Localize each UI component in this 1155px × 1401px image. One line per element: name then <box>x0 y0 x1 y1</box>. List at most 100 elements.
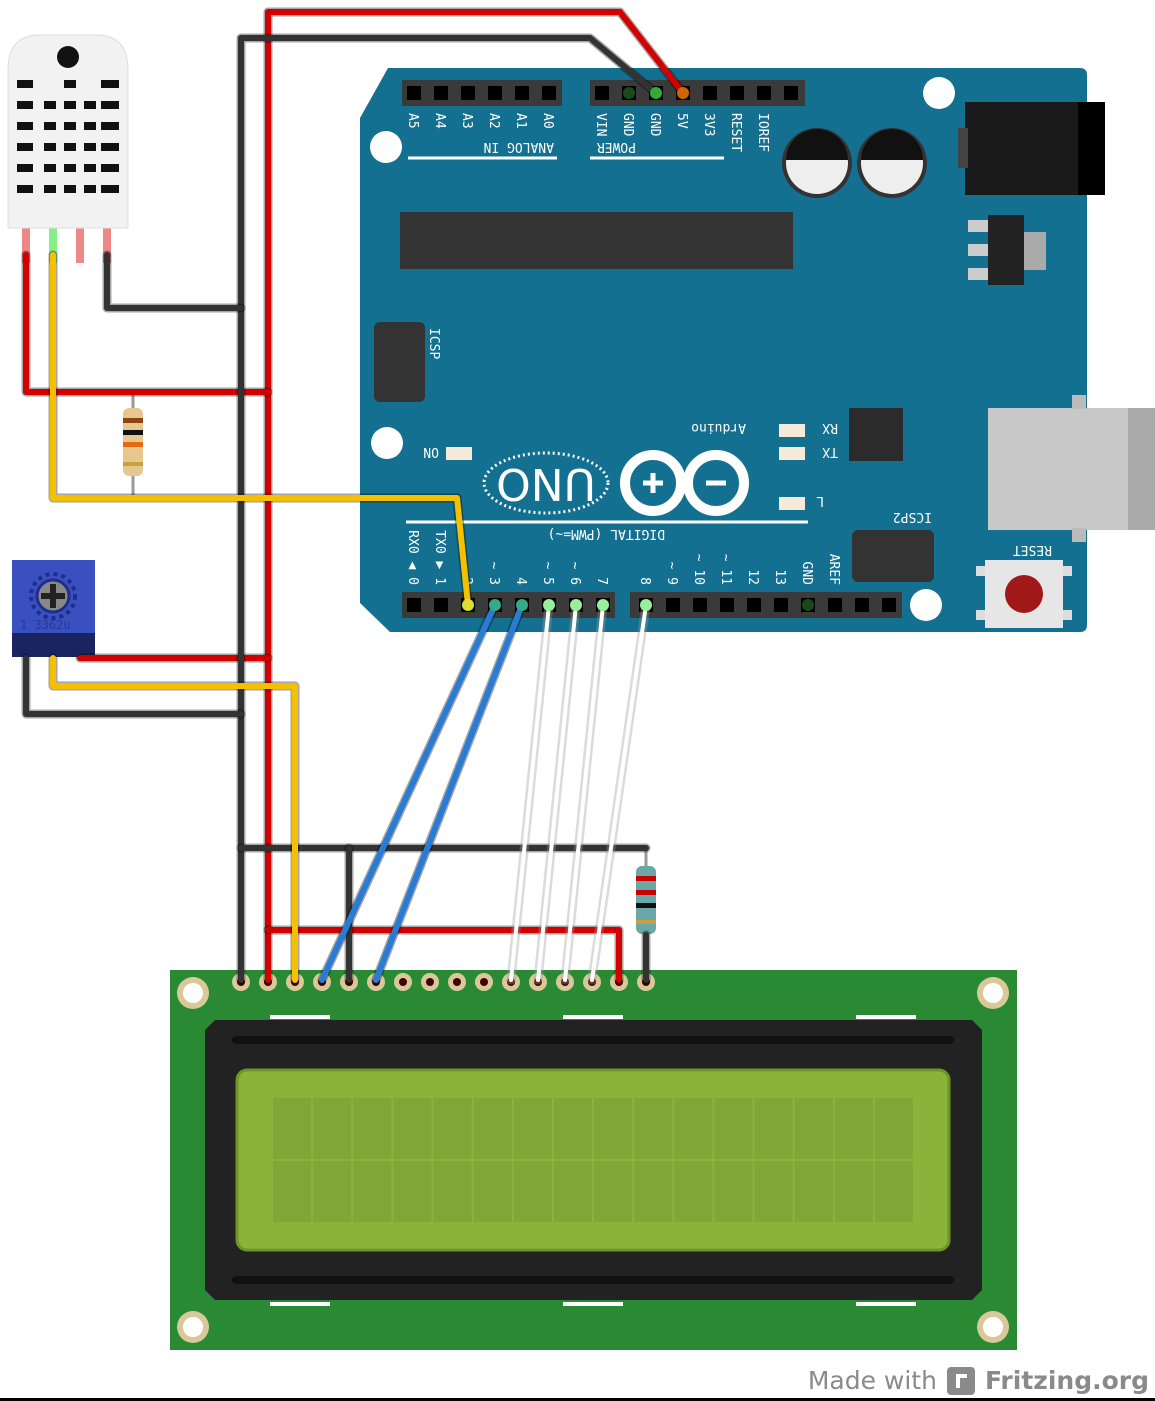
pin-connection <box>650 87 662 99</box>
rx-label: RX <box>822 420 838 435</box>
usb-connector <box>988 395 1155 542</box>
wire-lcd-en[interactable] <box>373 602 525 983</box>
wire-pot-contrast[interactable] <box>50 655 298 983</box>
status-leds <box>446 424 805 510</box>
mounting-holes <box>370 77 955 621</box>
reset-button[interactable] <box>976 560 1072 628</box>
wire-dht-data[interactable] <box>50 252 471 608</box>
pin-connection <box>516 599 528 611</box>
power-pin[interactable] <box>784 86 798 100</box>
vent-slot <box>101 80 119 88</box>
pin-connection <box>677 87 689 99</box>
lcd-char-cell <box>874 1098 913 1159</box>
digital-pin[interactable] <box>828 598 842 612</box>
lcd-char-cell <box>393 1161 432 1222</box>
vent-slot <box>64 143 76 151</box>
vent-slot <box>44 143 56 151</box>
capacitor-2 <box>857 128 927 198</box>
wire-lcd-d4[interactable] <box>509 603 551 982</box>
fritzing-logo-icon <box>946 1366 975 1395</box>
lcd-char-cell <box>353 1098 392 1159</box>
digital-pin[interactable] <box>855 598 869 612</box>
vent-slot <box>101 164 119 172</box>
digital-pin[interactable] <box>434 598 448 612</box>
wire-lcd-d5[interactable] <box>536 603 578 982</box>
lcd-char-cell <box>594 1098 633 1159</box>
digital-pin[interactable] <box>747 598 761 612</box>
analog-header <box>402 80 562 106</box>
usb-chip <box>849 408 903 461</box>
lcd-char-cell <box>313 1098 352 1159</box>
digital-pin[interactable] <box>666 598 680 612</box>
lcd-char-cell <box>754 1161 793 1222</box>
analog-pin[interactable] <box>461 86 475 100</box>
analog-pin-label: A4 <box>432 113 447 129</box>
analog-pin[interactable] <box>488 86 502 100</box>
lcd-char-cell <box>594 1161 633 1222</box>
wire-lcd-rs[interactable] <box>319 602 498 983</box>
vent-slot <box>64 80 76 88</box>
wire-dht-vcc[interactable] <box>23 252 271 395</box>
wire-gnd[interactable] <box>238 35 659 983</box>
lcd-char-cell <box>473 1098 512 1159</box>
analog-pin[interactable] <box>515 86 529 100</box>
fritzing-brand[interactable]: Fritzing.org <box>984 1366 1149 1395</box>
power-pin[interactable] <box>703 86 717 100</box>
digital-pin-label: 13 <box>772 569 787 585</box>
pot-marking: 1 3362u <box>20 618 71 632</box>
pin-connection <box>802 599 814 611</box>
digital-pin[interactable] <box>407 598 421 612</box>
vent-slot <box>44 185 56 193</box>
wire-lcd-d6[interactable] <box>563 603 605 982</box>
vent-slot <box>17 122 33 130</box>
icsp2-header <box>852 530 934 582</box>
analog-pin-label: A2 <box>486 113 501 129</box>
power-pin[interactable] <box>595 86 609 100</box>
digital-pin-label: ~ 3 <box>486 562 501 585</box>
lcd-screen <box>235 1068 951 1252</box>
wire-pot-gnd[interactable] <box>23 655 244 717</box>
power-pin-label: VIN <box>593 113 608 136</box>
pin-connection <box>623 87 635 99</box>
vent-slot <box>84 143 96 151</box>
lcd-char-cell <box>553 1161 592 1222</box>
icsp2-label: ICSP2 <box>893 509 932 524</box>
digital-pin[interactable] <box>774 598 788 612</box>
lcd-char-cell <box>834 1161 873 1222</box>
wire-lcd-d7[interactable] <box>590 603 648 982</box>
digital-pin[interactable] <box>720 598 734 612</box>
analog-pin[interactable] <box>542 86 556 100</box>
wire-lcd-backlight-vcc[interactable] <box>265 927 622 983</box>
vent-slot <box>64 185 76 193</box>
lcd-char-cell <box>714 1161 753 1222</box>
digital-pin-label: TX0 ▶ 1 <box>432 530 447 585</box>
lcd-char-cell <box>353 1161 392 1222</box>
power-pin[interactable] <box>730 86 744 100</box>
power-pin[interactable] <box>757 86 771 100</box>
analog-pin[interactable] <box>434 86 448 100</box>
potentiometer[interactable]: 1 3362u <box>12 560 95 657</box>
vent-slot <box>44 122 56 130</box>
capacitor-1 <box>782 128 852 198</box>
lcd-char-cell <box>393 1098 432 1159</box>
vent-slot <box>64 101 76 109</box>
digital-pin-label: 12 <box>745 569 760 585</box>
tx-label: TX <box>822 444 838 459</box>
vent-slot <box>101 101 119 109</box>
digital-pin[interactable] <box>882 598 896 612</box>
lcd-char-cell <box>674 1098 713 1159</box>
power-pin-label: 3V3 <box>701 113 716 136</box>
vent-slot <box>44 164 56 172</box>
fritzing-footer: Made with Fritzing.org <box>808 1366 1149 1395</box>
vent-slot <box>84 101 96 109</box>
arduino-brand: Arduino <box>691 420 746 435</box>
lcd-char-cell <box>473 1161 512 1222</box>
vent-slot <box>101 185 119 193</box>
pin-connection <box>489 599 501 611</box>
pin-connection <box>597 599 609 611</box>
wire-dht-gnd[interactable] <box>104 252 244 311</box>
analog-pin[interactable] <box>407 86 421 100</box>
power-label: POWER <box>597 139 636 154</box>
digital-pin[interactable] <box>693 598 707 612</box>
